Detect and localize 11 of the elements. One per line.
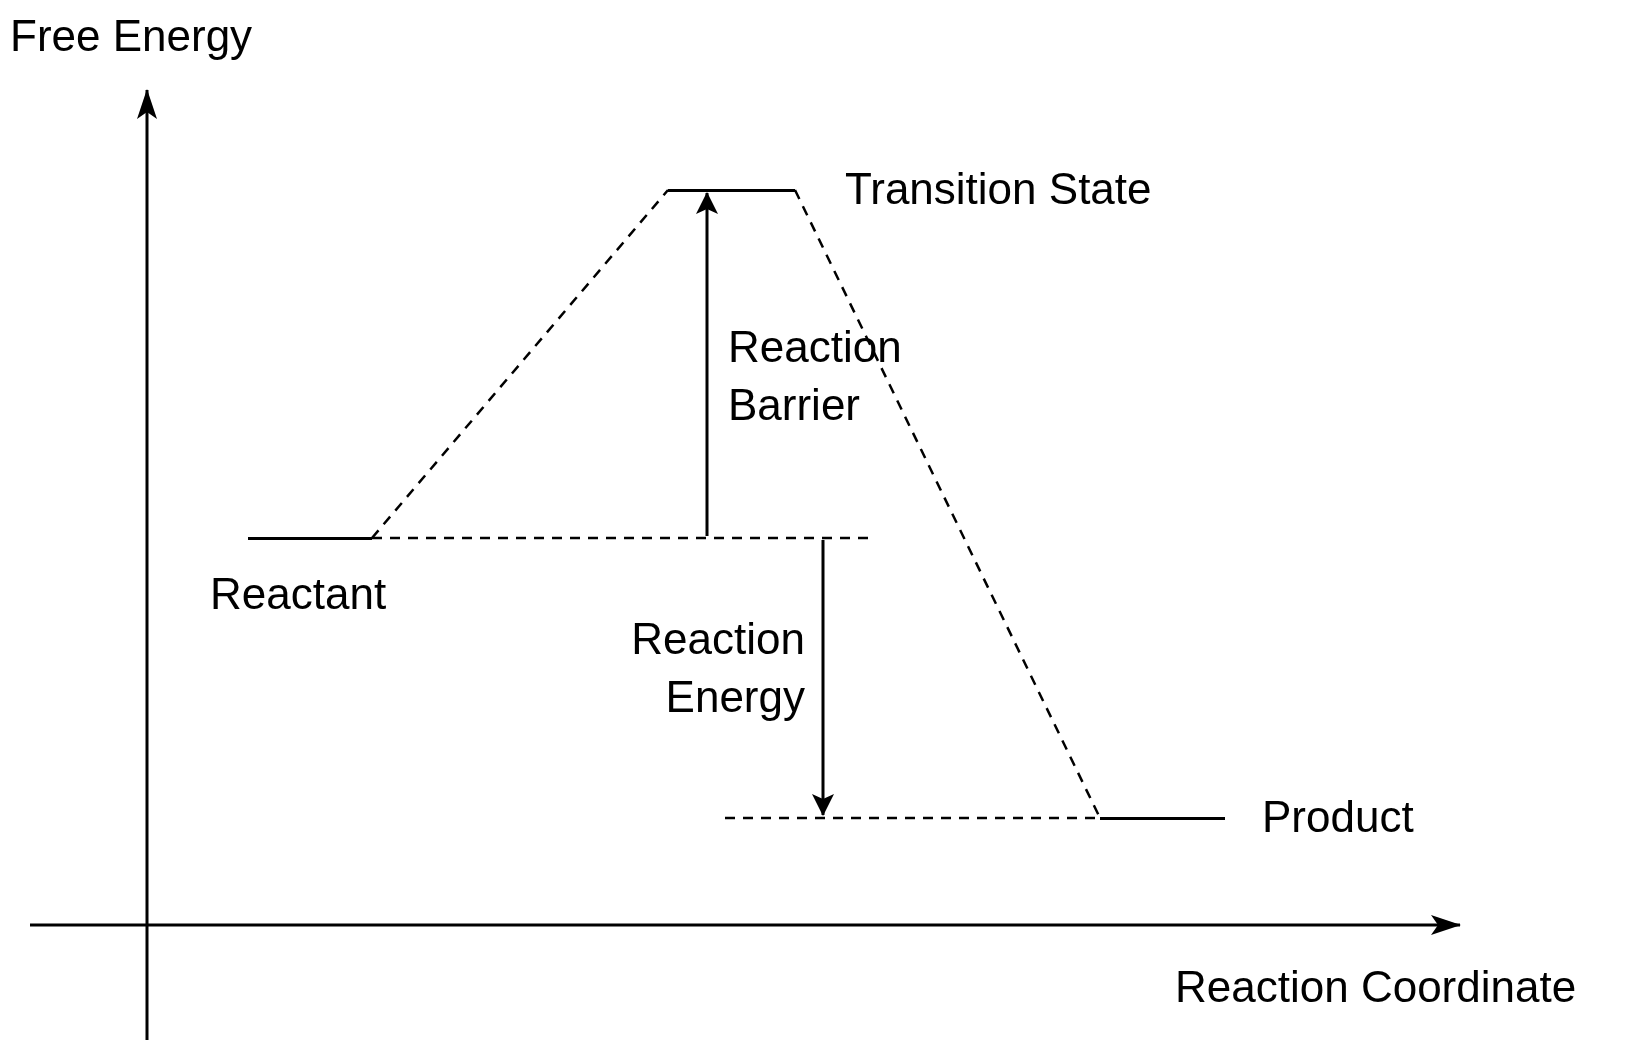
- energy-level-bar: [1100, 816, 1225, 820]
- measure-label: Reaction Energy: [630, 613, 805, 723]
- dashed-connector: [371, 189, 669, 539]
- energy-level-bar: [248, 536, 372, 540]
- level-label: Product: [1262, 791, 1414, 843]
- level-label: Reactant: [210, 568, 387, 620]
- level-label: Transition State: [845, 163, 1152, 215]
- axis-title: Reaction Coordinate: [1175, 961, 1577, 1013]
- measure-label: Reaction Barrier: [728, 321, 903, 431]
- energy-level-bar: [668, 188, 795, 192]
- axis-title: Free Energy: [10, 10, 253, 62]
